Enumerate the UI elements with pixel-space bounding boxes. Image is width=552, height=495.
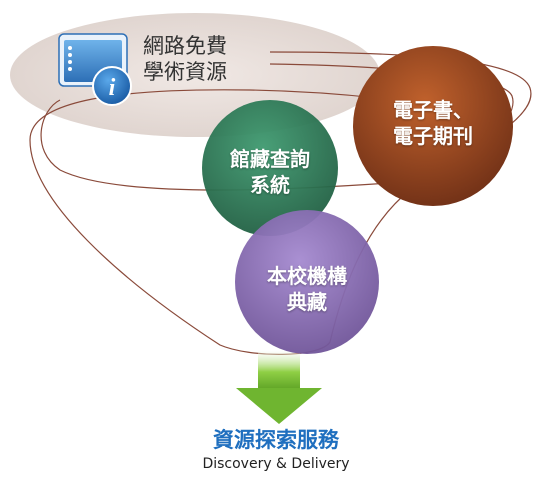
service-title: 資源探索服務 [213,428,339,452]
service-subtitle: Discovery & Delivery [202,456,350,472]
repository-line2: 典藏 [287,290,327,314]
catalog-line1: 館藏查詢 [230,147,310,171]
svg-text:i: i [109,75,116,101]
ebooks-circle [353,46,513,206]
web-resources-line1: 網路免費 [143,34,227,58]
ebooks-label: 電子書、 電子期刊 [373,97,493,149]
down-arrow-icon [236,350,322,424]
web-resources-line2: 學術資源 [143,60,227,85]
repository-circle [235,210,379,354]
repository-label: 本校機構 典藏 [247,263,367,315]
ebooks-line2: 電子期刊 [393,124,473,148]
repository-line1: 本校機構 [267,264,347,288]
ebooks-line1: 電子書、 [393,98,473,122]
info-window-icon: i [58,33,132,106]
catalog-label: 館藏查詢 系統 [210,146,330,198]
web-resources-label: 網路免費 學術資源 [143,33,227,86]
catalog-circle [202,100,338,236]
catalog-line2: 系統 [250,173,290,197]
